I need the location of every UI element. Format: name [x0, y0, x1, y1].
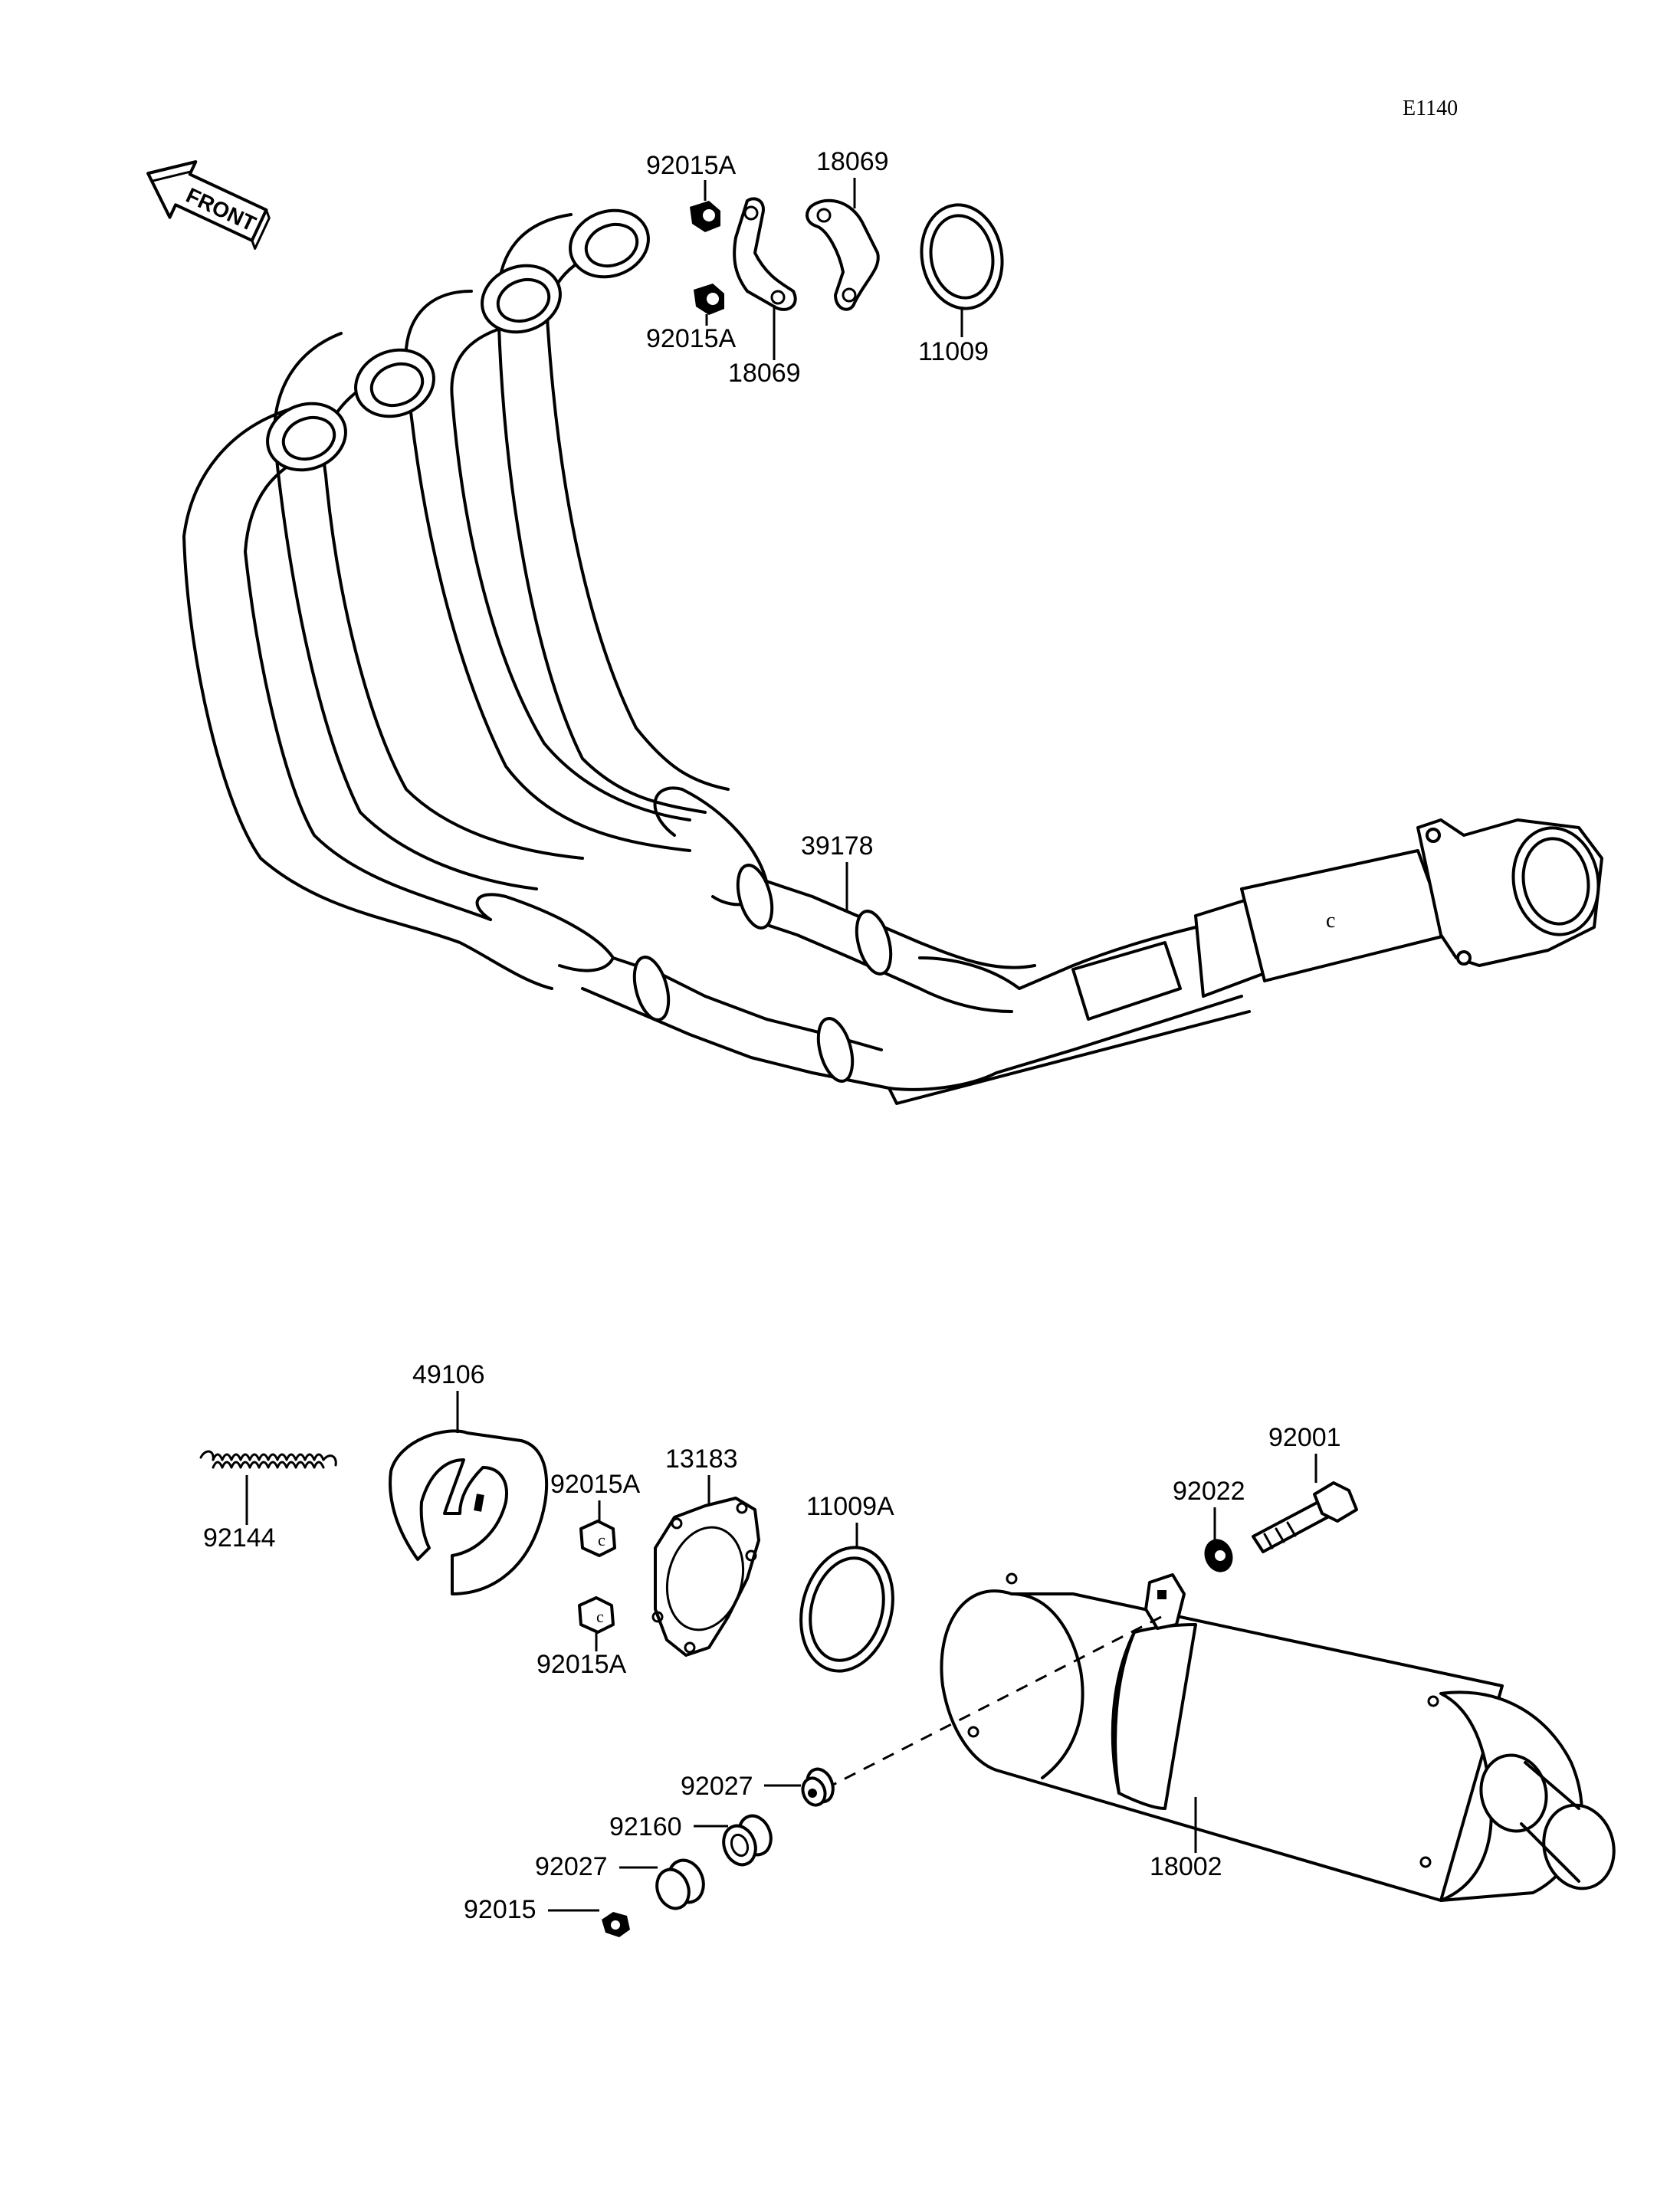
- collar-92160: [722, 1814, 773, 1867]
- front-arrow-icon: FRONT: [146, 160, 271, 250]
- label-11009: 11009: [918, 337, 989, 366]
- label-18069-top: 18069: [816, 147, 889, 176]
- label-92022: 92022: [1173, 1477, 1245, 1506]
- spring-92144: [199, 1450, 337, 1469]
- nut-92015A-lower-b: c: [578, 1596, 615, 1634]
- holder-49106: [389, 1429, 549, 1595]
- label-92015A-c: 92015A: [550, 1470, 641, 1499]
- header-port-3: [481, 264, 562, 334]
- label-92144: 92144: [203, 1523, 276, 1553]
- label-92015A-lower: 92015A: [646, 324, 737, 353]
- grommet-92027-lower: [655, 1858, 705, 1910]
- holder-18069-left: [733, 197, 797, 311]
- nut-92015: [602, 1912, 630, 1937]
- flange-plate-13183: [651, 1497, 760, 1657]
- muffler-18002: [940, 1572, 1616, 1902]
- diagram-code: E1140: [1403, 97, 1458, 120]
- label-18002: 18002: [1150, 1852, 1222, 1881]
- washer-92022: [1204, 1539, 1233, 1572]
- label-92015A-d: 92015A: [536, 1650, 627, 1679]
- svg-text:c: c: [596, 1607, 604, 1626]
- label-18069-bottom: 18069: [728, 359, 801, 388]
- header-port-1: [266, 402, 347, 472]
- exhaust-header-pipes: c: [182, 208, 1603, 1105]
- gasket-11009: [920, 203, 1004, 310]
- label-92015: 92015: [464, 1895, 536, 1924]
- nut-92015A-upper: [690, 201, 720, 232]
- label-39178: 39178: [801, 831, 874, 861]
- svg-text:c: c: [598, 1530, 605, 1549]
- svg-text:c: c: [1326, 909, 1335, 933]
- holder-18069-right: [806, 198, 880, 311]
- label-92027-lower: 92027: [535, 1852, 608, 1881]
- label-11009A: 11009A: [806, 1492, 894, 1521]
- label-92015A-upper: 92015A: [646, 151, 737, 180]
- label-49106: 49106: [412, 1360, 485, 1389]
- header-port-4: [569, 208, 650, 279]
- header-port-2: [354, 348, 435, 418]
- nut-92015A-lower: [694, 284, 724, 315]
- label-92027-upper: 92027: [681, 1772, 753, 1801]
- bolt-92001: [1252, 1481, 1358, 1553]
- grommet-92027-upper: [801, 1767, 835, 1807]
- gasket-11009A: [799, 1546, 894, 1673]
- label-92001: 92001: [1268, 1423, 1341, 1452]
- label-13183: 13183: [665, 1444, 738, 1474]
- nut-92015A-lower-a: c: [579, 1520, 616, 1557]
- label-92160: 92160: [609, 1812, 682, 1841]
